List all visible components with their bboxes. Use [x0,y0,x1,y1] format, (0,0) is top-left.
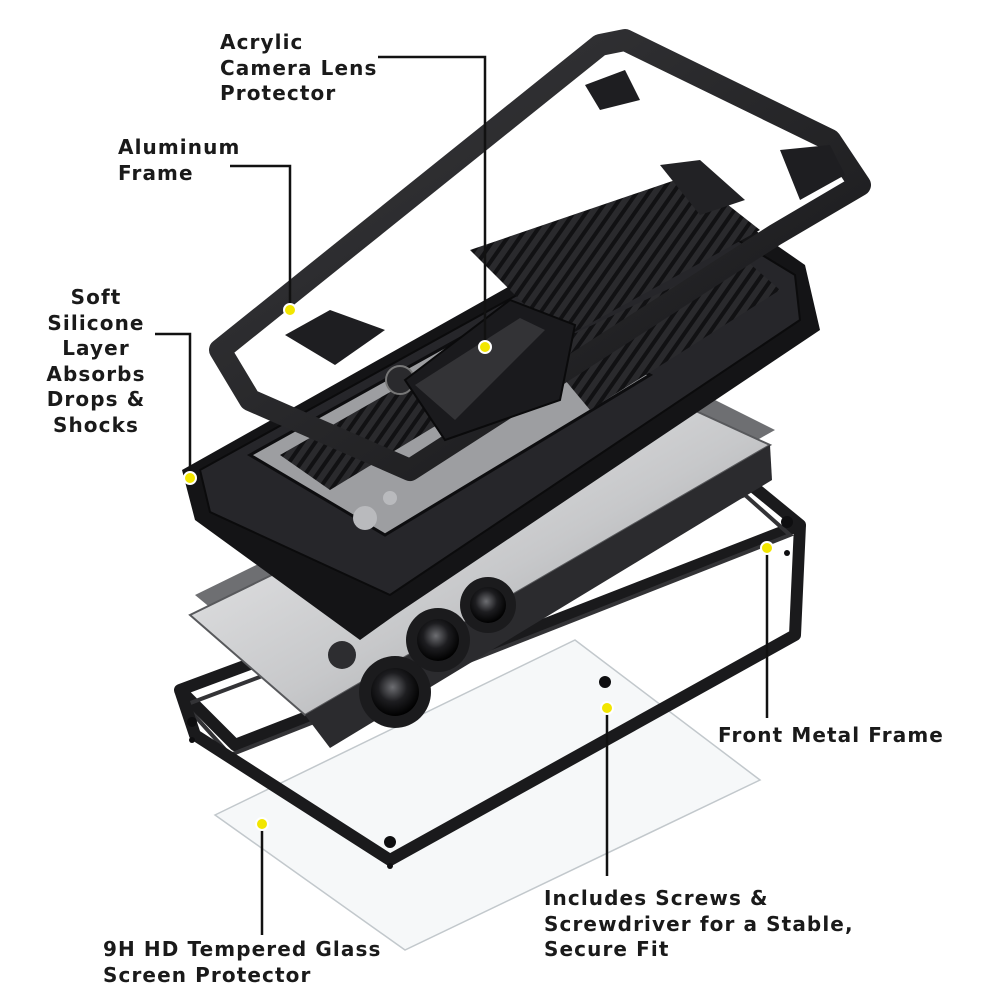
camera-lens-callout-line [378,55,487,345]
camera-lens-callout: Acrylic Camera Lens Protector [220,30,378,105]
aluminum-frame-callout: Aluminum Frame [118,135,241,185]
glass-marker [255,817,269,831]
camera-module [328,577,516,728]
callout-lines [155,55,769,935]
aluminum-frame [209,29,871,481]
screws-callout: Includes Screws & Screwdriver for a Stab… [544,886,854,961]
camera-lens-marker [478,340,492,354]
marker-dots [183,303,774,831]
tempered-glass-callout: 9H HD Tempered Glass Screen Protector [103,937,382,987]
aluminum-frame-callout-line [230,164,292,308]
front-metal-frame-callout: Front Metal Frame [718,723,944,747]
silicone-layer-callout: Soft Silicone Layer Absorbs Drops & Shoc… [46,285,146,437]
screws-marker [600,701,614,715]
silicone-layer-callout-line [155,332,192,477]
silicone-layer-marker [183,471,197,485]
tempered-glass-protector [213,639,762,951]
aluminum-frame-marker [283,303,297,317]
front-frame-marker [760,541,774,555]
